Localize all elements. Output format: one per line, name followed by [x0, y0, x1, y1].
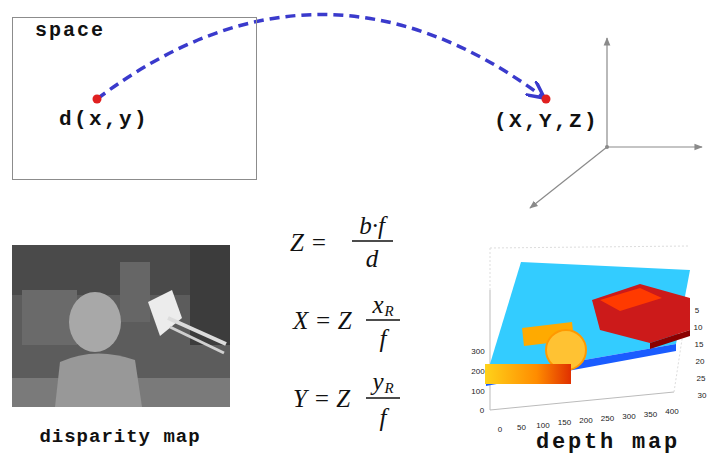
point-coordinates: (X,Y,Z) — [494, 111, 599, 132]
axis-tick: 0 — [498, 426, 502, 434]
axis-tick: 400 — [665, 408, 678, 416]
axis-tick: 350 — [644, 411, 657, 419]
plot-axis — [490, 290, 491, 410]
depth-block-side — [650, 330, 690, 349]
axis-tick: 300 — [622, 413, 635, 421]
y-axis — [606, 38, 607, 147]
axis-tick: 0 — [480, 407, 484, 415]
depth-block-top — [600, 288, 662, 311]
axis-tick: 200 — [471, 368, 484, 376]
disparity-image — [12, 245, 230, 407]
formula-denominator: f — [380, 326, 387, 351]
axis-tick: 250 — [601, 415, 614, 423]
image-caption: depth map — [536, 432, 680, 454]
formula-numerator: y — [372, 369, 383, 394]
image-lamp-arm — [170, 327, 224, 353]
axis-tick: 300 — [471, 348, 484, 356]
world-point — [542, 95, 551, 104]
mapping-arrow — [97, 14, 543, 99]
axis-tick: 10 — [694, 324, 703, 332]
axis-origin — [605, 145, 609, 149]
image-region — [22, 290, 77, 345]
formula-numerator: b·f — [359, 213, 385, 238]
image-body — [55, 353, 142, 407]
axis-tick: 15 — [695, 341, 704, 349]
axis-tick: 25 — [697, 375, 706, 383]
plot-grid — [490, 248, 491, 290]
formula-term: X = Z — [293, 308, 352, 333]
plot-grid — [490, 246, 690, 248]
fraction-bar — [352, 240, 393, 241]
box-title: space — [35, 21, 105, 41]
image-caption: disparity map — [39, 428, 200, 447]
axis-tick: 30 — [698, 392, 707, 400]
formula-term: Z = — [290, 230, 327, 255]
image-head — [69, 292, 121, 352]
axis-tick: 100 — [471, 388, 484, 396]
z-axis — [530, 147, 607, 208]
fraction-bar — [366, 319, 400, 320]
formula-denominator: f — [380, 405, 387, 430]
axis-tick: 150 — [558, 419, 571, 427]
axis-tick: 50 — [517, 424, 526, 432]
formula-subscript: R — [384, 381, 393, 396]
formula-subscript: R — [384, 304, 393, 319]
depth-bar — [485, 364, 571, 384]
space-box: space d(x,y) — [12, 17, 257, 180]
disparity-point — [93, 95, 102, 104]
image-region — [120, 262, 150, 322]
formula-denominator: d — [366, 246, 379, 271]
formula-numerator: x — [372, 292, 383, 317]
depth-block — [592, 284, 690, 343]
plot-axis — [490, 392, 674, 410]
formula-term: Y = Z — [293, 386, 350, 411]
axis-tick: 100 — [536, 422, 549, 430]
axis-tick: 200 — [579, 417, 592, 425]
point-label: d(x,y) — [59, 109, 149, 130]
fraction-bar — [366, 397, 400, 398]
axis-tick: 20 — [696, 358, 705, 366]
axis-tick: 5 — [695, 307, 699, 315]
x-axis — [607, 146, 702, 147]
